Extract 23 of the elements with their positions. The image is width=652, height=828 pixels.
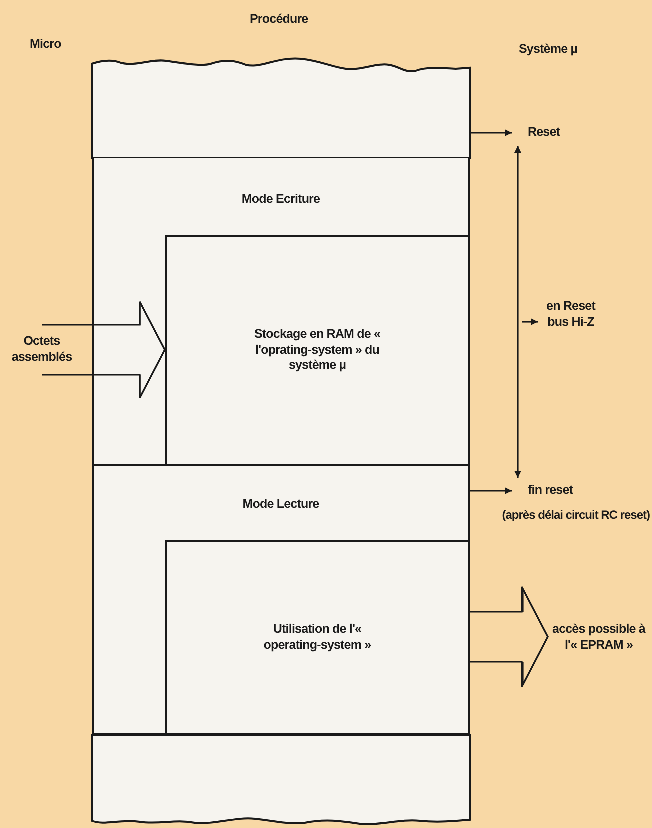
input-label: Octets assemblés [6, 325, 78, 375]
signal-label: fin reset [512, 482, 588, 500]
state-note: en Reset bus Hi-Z [538, 298, 604, 332]
arrow [470, 488, 512, 494]
output-label: accès possible à l'« EPRAM » [548, 618, 650, 658]
procedure-band [91, 734, 471, 828]
arrow [514, 146, 522, 478]
procedure-band [91, 56, 471, 159]
procedure-band [92, 466, 470, 735]
step-text: Utilisation de l'« operating-system » [262, 622, 372, 654]
signal-label: Reset [512, 124, 572, 142]
column-heading: Micro [30, 37, 62, 53]
mode-heading: Mode Ecriture [242, 192, 320, 206]
column-heading: Système µ [519, 42, 578, 58]
step-box [165, 540, 468, 733]
signal-note: (après délai circuit RC reset) [502, 508, 650, 522]
arrow [471, 130, 512, 136]
step-text: Stockage en RAM de « l'oprating-system » du système µ [253, 327, 382, 374]
arrow [522, 318, 538, 326]
procedure-band [92, 158, 470, 466]
mode-heading: Mode Lecture [242, 497, 320, 511]
column-heading: Procédure [250, 12, 308, 28]
step-box [165, 235, 468, 464]
